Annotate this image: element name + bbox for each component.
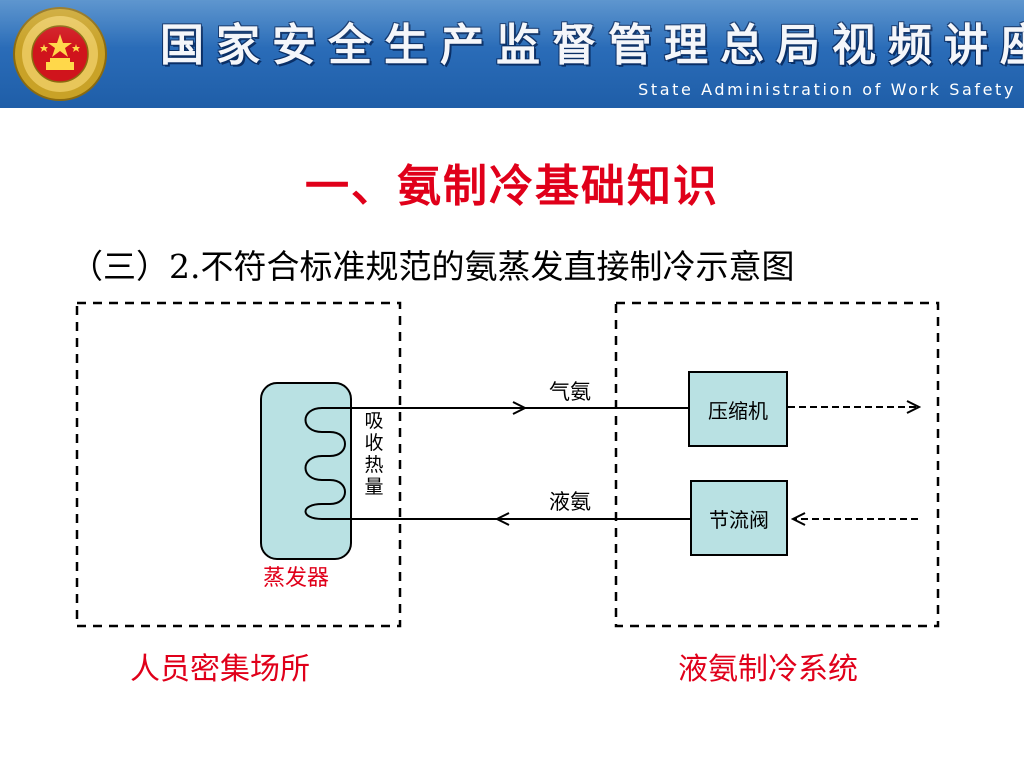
banner-subtitle-english: State Administration of Work Safety	[638, 80, 1016, 99]
evaporator-coil	[304, 407, 355, 520]
throttle-valve-box: 节流阀	[690, 480, 788, 556]
crowded-area-region	[75, 301, 402, 628]
gas-ammonia-label: 气氨	[549, 380, 591, 404]
refrigeration-system-label: 液氨制冷系统	[678, 652, 858, 687]
liquid-ammonia-label: 液氨	[549, 490, 591, 514]
crowded-area-label: 人员密集场所	[130, 652, 310, 687]
page-title: 一、氨制冷基础知识	[305, 161, 719, 212]
slide-subtitle: （三）2.不符合标准规范的氨蒸发直接制冷示意图	[70, 247, 795, 286]
compressor-box: 压缩机	[688, 371, 788, 447]
evaporator-label: 蒸发器	[263, 566, 330, 591]
header-banner: 国家安全生产监督管理总局视频讲座 State Administration of…	[0, 0, 1024, 108]
refrigeration-system-region	[614, 301, 940, 628]
absorb-heat-label: 吸收热量	[364, 410, 384, 498]
